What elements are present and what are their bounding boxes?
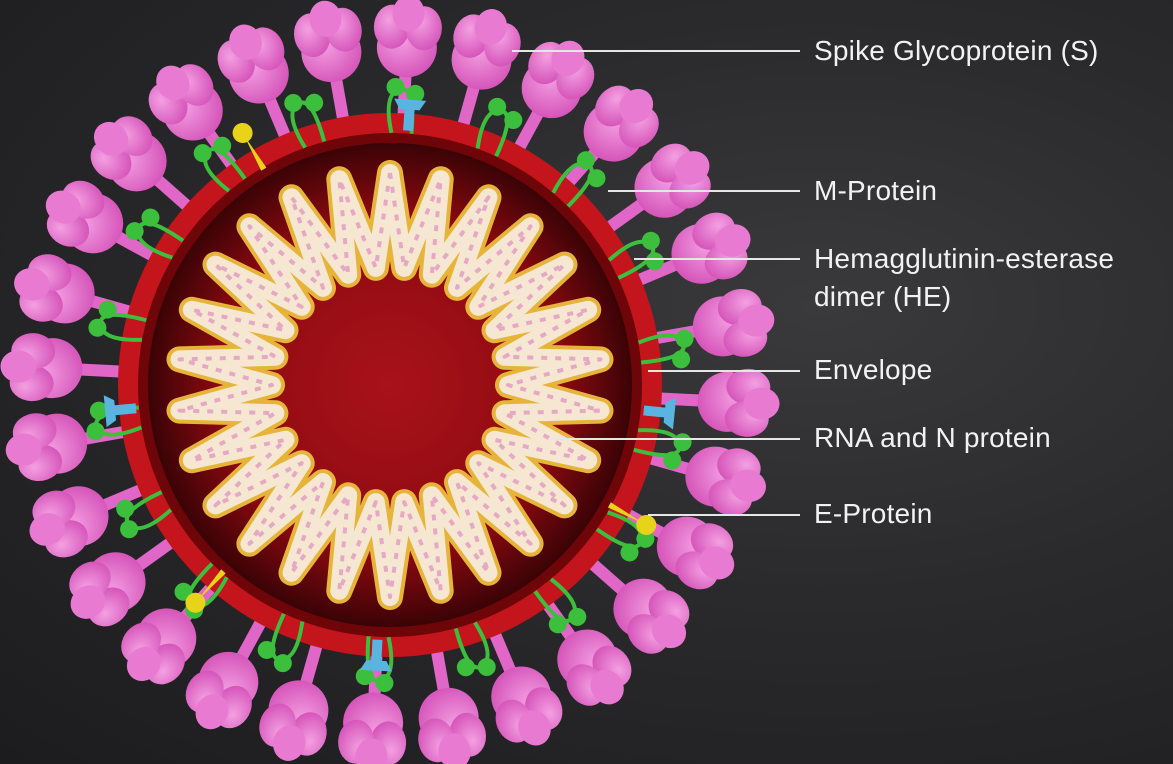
m-protein-head [671, 349, 691, 369]
leader-e-protein [648, 514, 800, 516]
label-spike-glycoprotein: Spike Glycoprotein (S) [814, 34, 1099, 68]
he-cap [360, 660, 392, 672]
label-he-line1: Hemagglutinin-esterase [814, 242, 1114, 276]
leader-he [634, 258, 800, 260]
m-protein-head [117, 517, 141, 541]
m-protein-head [639, 229, 663, 253]
label-envelope: Envelope [814, 353, 932, 387]
spike-glycoprotein [646, 364, 781, 439]
label-he-line2: dimer (HE) [814, 280, 951, 314]
leader-envelope [648, 370, 800, 372]
e-protein-head [229, 119, 256, 146]
leader-m-protein [608, 190, 800, 192]
leader-rna [548, 438, 800, 440]
label-rna-n-protein: RNA and N protein [814, 421, 1051, 455]
he-cap [104, 394, 117, 427]
m-protein-head [475, 656, 498, 679]
label-e-protein: E-Protein [814, 497, 933, 531]
spike-glycoprotein [0, 332, 134, 407]
label-m-protein: M-Protein [814, 174, 937, 208]
m-protein-head [303, 91, 326, 114]
m-protein-head [455, 656, 478, 679]
leader-spike [512, 50, 800, 52]
m-protein-head [282, 92, 305, 115]
